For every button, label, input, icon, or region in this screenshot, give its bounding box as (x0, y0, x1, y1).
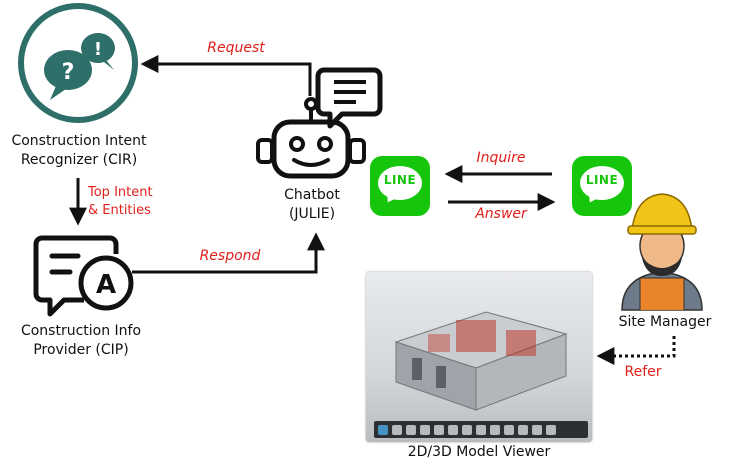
edge-label-request: Request (207, 40, 265, 56)
chatbot-label-line2: (JULIE) (288, 206, 336, 222)
svg-text:A: A (96, 270, 116, 300)
chatbot-label-line1: Chatbot (284, 187, 340, 203)
site-manager-label: Site Manager (618, 314, 712, 330)
cir-label-line2: Recognizer (CIR) (20, 152, 138, 168)
edge-label-inquire: Inquire (476, 150, 526, 166)
toolbar-measure-icon[interactable] (448, 424, 458, 435)
chat-bubble-icon (315, 67, 383, 129)
toolbar-properties-icon[interactable] (518, 424, 528, 435)
info-provider-icon: A (33, 235, 134, 317)
toolbar-fullscreen-icon[interactable] (546, 424, 556, 435)
toolbar-camera-icon[interactable] (434, 424, 444, 435)
line-left-label: LINE (383, 173, 417, 187)
toolbar-explode-icon[interactable] (476, 424, 486, 435)
building-model-render (394, 311, 568, 411)
line-right-label: LINE (585, 173, 619, 187)
arrow-refer (596, 336, 676, 365)
edge-label-top-intent-line2: & Entities (88, 203, 151, 218)
cir-label: Construction Intent Recognizer (CIR) (4, 132, 154, 170)
chatbot-label: Chatbot (JULIE) (262, 186, 362, 224)
svg-text:?: ? (62, 60, 75, 85)
cir-label-line1: Construction Intent (11, 133, 147, 149)
edge-label-top-intent: Top Intent & Entities (88, 184, 178, 220)
viewer-toolbar (374, 421, 588, 438)
toolbar-settings-icon[interactable] (532, 424, 542, 435)
toolbar-zoom-icon[interactable] (406, 424, 416, 435)
toolbar-pan-icon[interactable] (392, 424, 402, 435)
edge-label-top-intent-line1: Top Intent (88, 185, 153, 200)
toolbar-section-icon[interactable] (462, 424, 472, 435)
viewer-label: 2D/3D Model Viewer (407, 444, 551, 460)
arrow-respond (132, 232, 325, 274)
cip-label-line2: Provider (CIP) (33, 342, 129, 358)
cip-label: Construction Info Provider (CIP) (6, 322, 156, 360)
edge-label-refer: Refer (624, 364, 662, 380)
edge-label-answer: Answer (475, 206, 527, 222)
arrow-request (140, 55, 312, 96)
site-manager-icon (621, 193, 703, 311)
line-app-icon-right: LINE (572, 156, 632, 216)
edge-label-respond: Respond (199, 248, 261, 264)
toolbar-walk-icon[interactable] (420, 424, 430, 435)
line-app-icon-left: LINE (370, 156, 430, 216)
model-viewer-screenshot (366, 272, 592, 442)
toolbar-model-icon[interactable] (490, 424, 500, 435)
toolbar-tree-icon[interactable] (504, 424, 514, 435)
cip-label-line1: Construction Info (20, 323, 142, 339)
intent-recognizer-icon: ? ! (18, 3, 138, 123)
toolbar-orbit-icon[interactable] (378, 424, 388, 435)
svg-text:!: ! (94, 39, 102, 60)
